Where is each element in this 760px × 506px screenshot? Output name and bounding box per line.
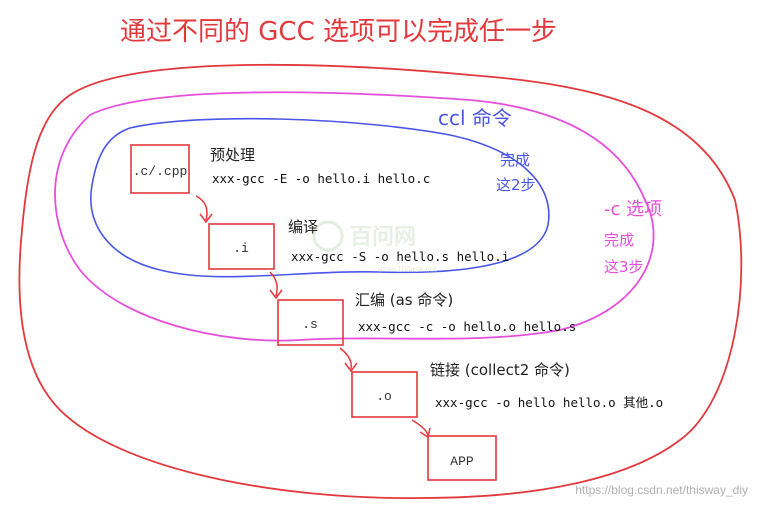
preprocess-step-label: 预处理	[210, 146, 255, 164]
app-label: APP	[450, 454, 474, 469]
arrowhead-i-to-s	[269, 289, 283, 300]
source-file-box	[130, 144, 190, 194]
link-command: xxx-gcc -o hello hello.o 其他.o	[435, 395, 663, 410]
gcc-c-line2: 这3步	[604, 258, 644, 276]
ccl-title: ccl 命令	[438, 106, 512, 130]
object-file-box	[351, 371, 418, 418]
compile-step-label: 编译	[288, 218, 318, 236]
preprocessed-file-box	[208, 223, 275, 270]
app-box	[427, 435, 497, 481]
arrow-i-to-s	[269, 271, 278, 297]
watermark-logo: 百问网 www.100ask.net	[312, 220, 437, 274]
assemble-command: xxx-gcc -c -o hello.o hello.s	[358, 319, 576, 334]
diagram-title: 通过不同的 GCC 选项可以完成任一步	[120, 17, 557, 47]
gcc-c-option-boundary	[54, 91, 655, 342]
ccl-command-boundary	[90, 117, 550, 278]
arrow-source-to-i	[195, 195, 208, 221]
ccl-line1: 完成	[500, 151, 530, 169]
gcc-c-title: -c 选项	[604, 199, 662, 220]
watermark-logo-text: 百问网	[350, 225, 416, 250]
arrow-o-to-app	[411, 419, 429, 436]
watermark-logo-url: www.100ask.net	[377, 265, 437, 274]
link-step-label: 链接 (collect2 命令)	[430, 361, 570, 379]
gcc-c-line1: 完成	[604, 231, 634, 249]
object-file-label: .o	[376, 389, 392, 404]
assembly-file-box	[277, 299, 344, 346]
outer-boundary	[18, 63, 743, 499]
ccl-line2: 这2步	[496, 176, 536, 194]
arrowhead-s-to-o	[344, 362, 358, 373]
assemble-step-label: 汇编 (as 命令)	[355, 291, 453, 309]
compile-command: xxx-gcc -S -o hello.s hello.i	[291, 249, 509, 264]
arrowhead-o-to-app	[419, 427, 431, 439]
preprocessed-file-label: .i	[233, 241, 249, 256]
watermark-text: https://blog.csdn.net/thisway_diy	[575, 483, 748, 497]
watermark-logo-icon	[312, 220, 344, 252]
source-file-label: .c/.cpp	[133, 164, 188, 179]
assembly-file-label: .s	[302, 317, 318, 332]
arrowhead-source-to-i	[199, 213, 213, 224]
arrow-s-to-o	[339, 347, 352, 370]
preprocess-command: xxx-gcc -E -o hello.i hello.c	[212, 171, 430, 186]
flow-arrows	[195, 195, 431, 439]
